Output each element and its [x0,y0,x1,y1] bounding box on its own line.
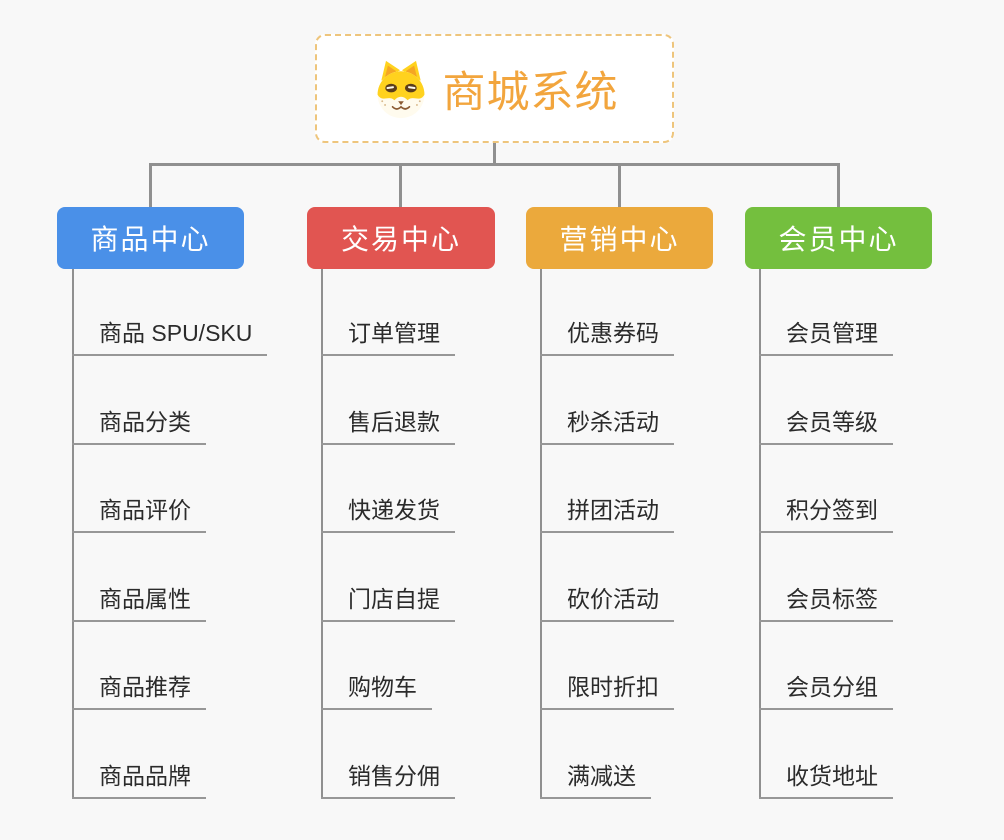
connector-drop-trade [399,164,402,208]
leaf-item[interactable]: 砍价活动 [540,584,674,622]
connector-drop-members [837,164,840,208]
leaf-item[interactable]: 售后退款 [321,407,455,445]
leaf-item[interactable]: 门店自提 [321,584,455,622]
leaf-item[interactable]: 商品分类 [72,407,206,445]
leaf-item[interactable]: 拼团活动 [540,495,674,533]
leaf-item[interactable]: 商品品牌 [72,761,206,799]
branch-node-marketing[interactable]: 营销中心 [526,207,713,269]
branch-node-members[interactable]: 会员中心 [745,207,932,269]
leaf-item[interactable]: 会员分组 [759,672,893,710]
leaf-item[interactable]: 会员管理 [759,318,893,356]
connector-horizontal [149,163,840,166]
spine-marketing [540,269,542,799]
spine-members [759,269,761,799]
leaf-item[interactable]: 积分签到 [759,495,893,533]
spine-products [72,269,74,799]
root-node[interactable]: 商城系统 [315,34,674,143]
leaf-item[interactable]: 商品评价 [72,495,206,533]
leaf-item[interactable]: 秒杀活动 [540,407,674,445]
branch-node-trade[interactable]: 交易中心 [307,207,495,269]
leaf-item[interactable]: 限时折扣 [540,672,674,710]
leaf-item[interactable]: 订单管理 [321,318,455,356]
root-title: 商城系统 [442,68,619,117]
leaf-item[interactable]: 会员标签 [759,584,893,622]
leaf-item[interactable]: 收货地址 [759,761,893,799]
leaf-item[interactable]: 满减送 [540,761,651,799]
leaf-item[interactable]: 快递发货 [321,495,455,533]
connector-root-stub [493,143,496,164]
connector-drop-products [149,164,152,208]
leaf-item[interactable]: 商品推荐 [72,672,206,710]
connector-drop-marketing [618,164,621,208]
leaf-item[interactable]: 商品属性 [72,584,206,622]
shiba-dog-icon [371,58,431,120]
leaf-item[interactable]: 购物车 [321,672,432,710]
leaf-item[interactable]: 销售分佣 [321,761,455,799]
leaf-item[interactable]: 会员等级 [759,407,893,445]
leaf-item[interactable]: 商品 SPU/SKU [72,318,268,356]
spine-trade [321,269,323,799]
leaf-item[interactable]: 优惠券码 [540,318,674,356]
branch-node-products[interactable]: 商品中心 [57,207,244,269]
